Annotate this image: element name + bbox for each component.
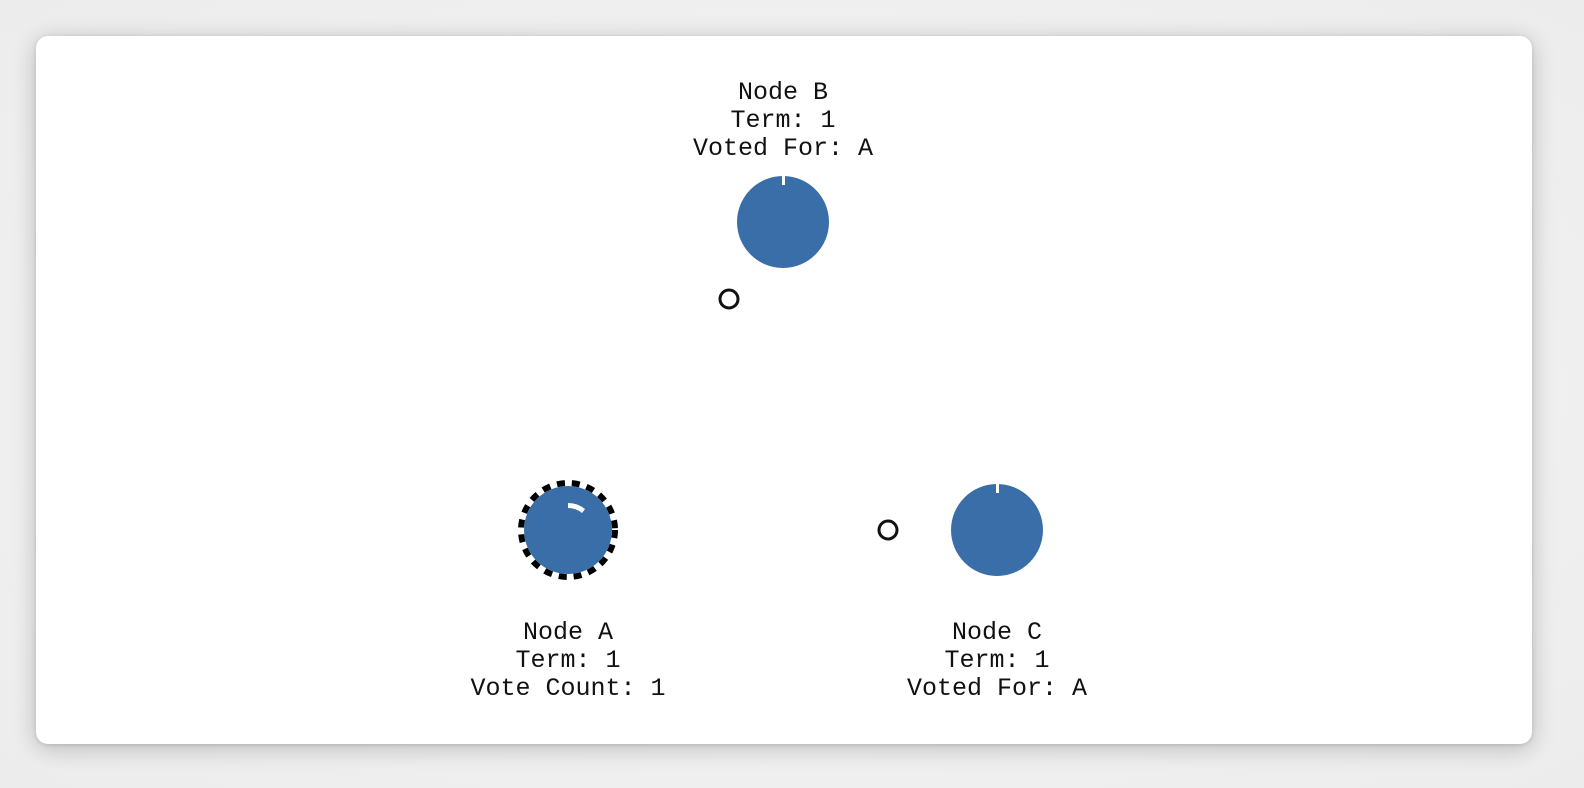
node-b[interactable]: Node B Term: 1 Voted For: A (693, 78, 873, 268)
node-b-name: Node B (738, 78, 828, 107)
node-a-vote-count: Vote Count: 1 (470, 674, 665, 703)
vote-request-message-to-c[interactable] (877, 519, 899, 541)
node-b-voted-for: Voted For: A (693, 134, 873, 163)
node-a-label: Node A Term: 1 Vote Count: 1 (470, 618, 665, 703)
node-a-circle[interactable] (524, 486, 612, 574)
vote-request-message-to-b[interactable] (718, 288, 740, 310)
node-a[interactable]: Node A Term: 1 Vote Count: 1 (470, 480, 666, 703)
node-c-term: Term: 1 (944, 646, 1049, 675)
node-a-election-timer-arc (568, 502, 585, 513)
node-a-candidate-ring (518, 480, 618, 580)
node-a-term: Term: 1 (515, 646, 620, 675)
node-c-election-timer-mark (996, 484, 999, 493)
node-b-term: Term: 1 (730, 106, 835, 135)
node-c-name: Node C (952, 618, 1042, 647)
raft-visualization-panel: Node B Term: 1 Voted For: A Node A Term:… (36, 36, 1532, 744)
node-c[interactable]: Node C Term: 1 Voted For: A (907, 484, 1087, 703)
node-c-label: Node C Term: 1 Voted For: A (907, 618, 1087, 703)
node-c-voted-for: Voted For: A (907, 674, 1087, 703)
node-b-election-timer-mark (782, 176, 785, 185)
node-c-circle[interactable] (951, 484, 1043, 576)
node-a-name: Node A (523, 618, 613, 647)
node-b-circle[interactable] (737, 176, 829, 268)
raft-cluster-diagram: Node B Term: 1 Voted For: A Node A Term:… (470, 78, 1087, 703)
node-b-label: Node B Term: 1 Voted For: A (693, 78, 873, 163)
